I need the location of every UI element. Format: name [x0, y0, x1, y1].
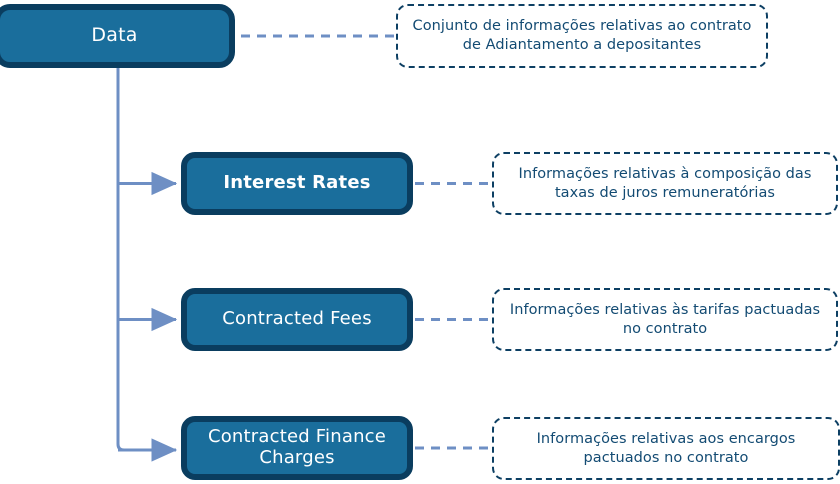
note-contracted-fees: Informações relativas às tarifas pactuad…: [492, 288, 838, 351]
note-data: Conjunto de informações relativas ao con…: [396, 4, 768, 68]
node-interest-rates-label: Interest Rates: [223, 172, 371, 194]
node-data-label: Data: [91, 24, 138, 47]
node-interest-rates[interactable]: Interest Rates: [181, 152, 413, 215]
note-interest-rates: Informações relativas à composição das t…: [492, 152, 838, 215]
node-data[interactable]: Data: [0, 4, 235, 68]
note-contracted-finance-charges-label: Informações relativas aos encargos pactu…: [536, 430, 796, 466]
node-contracted-finance-charges-label: Contracted Finance Charges: [207, 426, 387, 468]
node-contracted-finance-charges[interactable]: Contracted Finance Charges: [181, 416, 413, 480]
note-data-label: Conjunto de informações relativas ao con…: [412, 18, 752, 53]
note-contracted-finance-charges: Informações relativas aos encargos pactu…: [492, 417, 840, 480]
note-interest-rates-label: Informações relativas à composição das t…: [518, 165, 812, 201]
node-contracted-fees-label: Contracted Fees: [222, 308, 372, 330]
note-contracted-fees-label: Informações relativas às tarifas pactuad…: [509, 301, 821, 337]
connector-trunk: [116, 68, 125, 452]
node-contracted-fees[interactable]: Contracted Fees: [181, 288, 413, 351]
